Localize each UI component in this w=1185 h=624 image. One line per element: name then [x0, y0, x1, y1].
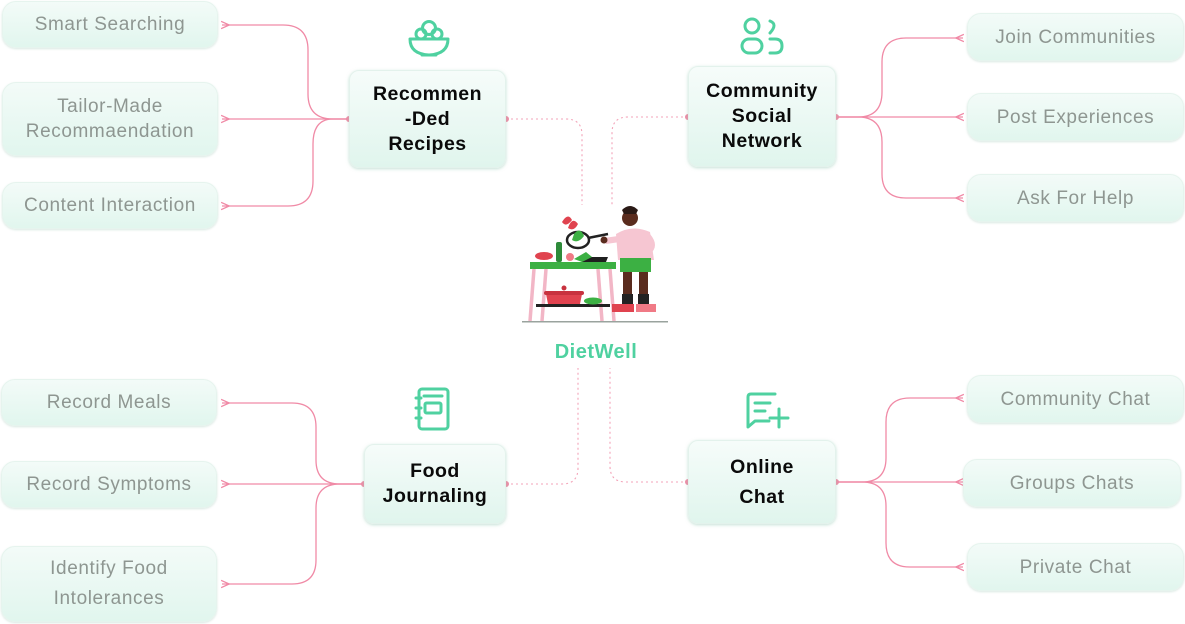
leaf-identify-food-intolerances[interactable]: Identify Food Intolerances — [1, 546, 217, 622]
center-connectors — [506, 116, 688, 485]
leaf-ask-for-help[interactable]: Ask For Help — [967, 174, 1184, 222]
leaf-post-experiences[interactable]: Post Experiences — [967, 93, 1184, 141]
salad-bowl-icon — [408, 20, 450, 57]
person-cooking-illustration — [522, 206, 668, 323]
leaf-community-chat[interactable]: Community Chat — [967, 375, 1184, 423]
notebook-icon — [414, 387, 450, 431]
hub-food-journaling[interactable]: Food Journaling — [364, 444, 506, 524]
hub-online-chat[interactable]: Online Chat — [688, 440, 836, 524]
leaf-content-interaction[interactable]: Content Interaction — [2, 182, 218, 229]
leaf-record-meals[interactable]: Record Meals — [1, 379, 217, 426]
users-icon — [740, 17, 784, 55]
leaf-smart-searching[interactable]: Smart Searching — [2, 1, 218, 48]
leaf-record-symptoms[interactable]: Record Symptoms — [1, 461, 217, 508]
brand-title: DietWell — [554, 341, 638, 363]
chat-connectors — [836, 398, 963, 567]
message-plus-icon — [746, 392, 790, 429]
hub-community-social-network[interactable]: Community Social Network — [688, 66, 836, 167]
hub-recommended-recipes[interactable]: Recommen -Ded Recipes — [349, 70, 506, 168]
recipes-connectors — [222, 25, 349, 206]
community-connectors — [836, 38, 963, 198]
leaf-private-chat[interactable]: Private Chat — [967, 543, 1184, 591]
leaf-tailor-made-recommendation[interactable]: Tailor-Made Recommaendation — [2, 82, 218, 156]
leaf-join-communities[interactable]: Join Communities — [967, 13, 1184, 61]
leaf-groups-chats[interactable]: Groups Chats — [963, 459, 1181, 507]
journal-connectors — [222, 403, 364, 584]
